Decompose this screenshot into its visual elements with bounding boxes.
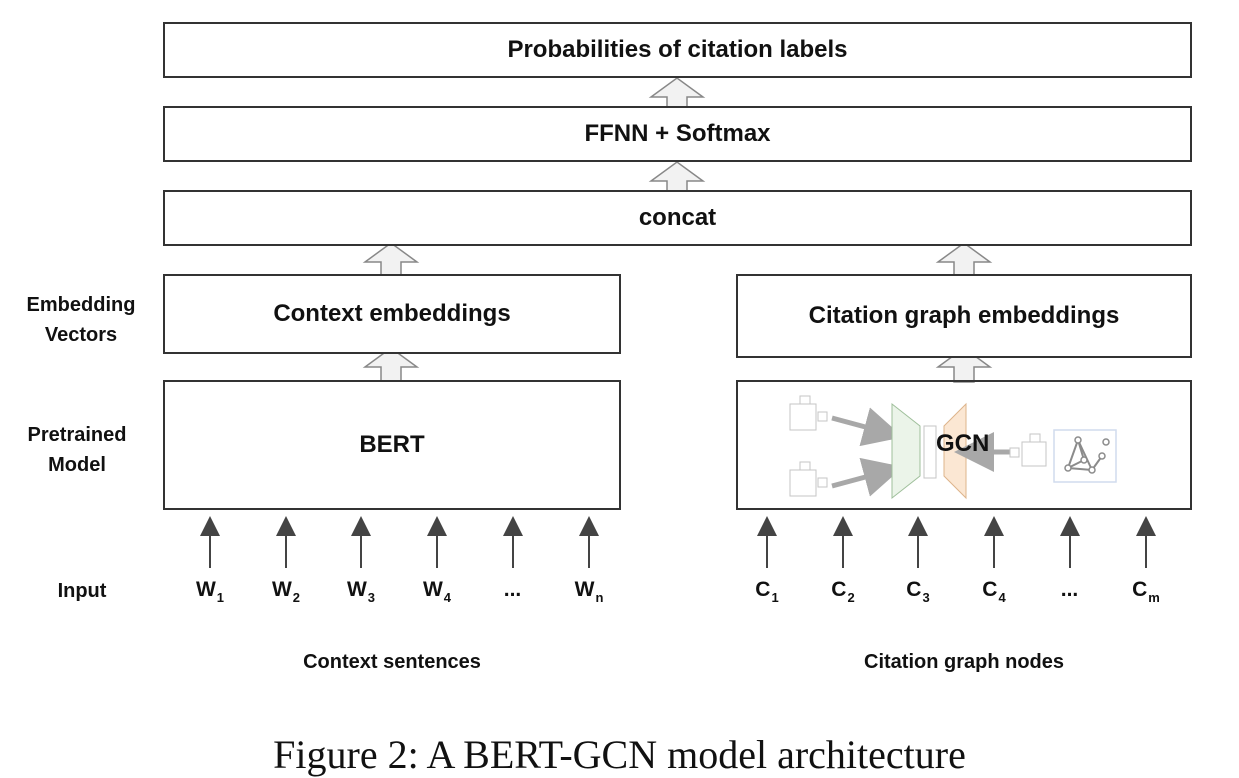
input-row-label: Input bbox=[20, 576, 144, 606]
probabilities-box: Probabilities of citation labels bbox=[163, 22, 1192, 78]
bert-box: BERT bbox=[163, 380, 621, 510]
concat-label: concat bbox=[639, 204, 716, 232]
citation-nodes-caption: Citation graph nodes bbox=[864, 651, 1064, 674]
embedding-label-line2: Vectors bbox=[8, 320, 154, 350]
citation-embeddings-label: Citation graph embeddings bbox=[809, 302, 1120, 330]
citation-token: C3 bbox=[906, 578, 929, 605]
citation-token: C1 bbox=[755, 578, 778, 605]
arrow-citation-to-concat bbox=[938, 243, 990, 277]
ffnn-label: FFNN + Softmax bbox=[584, 120, 770, 148]
citation-input-arrows bbox=[767, 526, 1146, 568]
context-input-arrows bbox=[210, 526, 589, 568]
citation-token: C2 bbox=[831, 578, 854, 605]
probabilities-label: Probabilities of citation labels bbox=[507, 36, 847, 64]
gcn-label: GCN bbox=[936, 430, 989, 458]
arrow-context-to-concat bbox=[365, 243, 417, 277]
context-token-ellipsis: ... bbox=[504, 578, 523, 605]
concat-box: concat bbox=[163, 190, 1192, 246]
context-token: Wn bbox=[575, 578, 604, 605]
ffnn-box: FFNN + Softmax bbox=[163, 106, 1192, 162]
context-token: W2 bbox=[272, 578, 300, 605]
context-token: W1 bbox=[196, 578, 224, 605]
context-token: W3 bbox=[347, 578, 375, 605]
embedding-vectors-label: Embedding Vectors bbox=[8, 290, 154, 350]
context-sentences-caption: Context sentences bbox=[303, 651, 481, 674]
context-token: W4 bbox=[423, 578, 451, 605]
context-embeddings-box: Context embeddings bbox=[163, 274, 621, 354]
bert-label: BERT bbox=[359, 431, 424, 459]
pretrained-label-line1: Pretrained bbox=[4, 420, 150, 450]
figure-caption: Figure 2: A BERT-GCN model architecture bbox=[273, 731, 966, 778]
embedding-label-line1: Embedding bbox=[8, 290, 154, 320]
citation-token: C4 bbox=[982, 578, 1005, 605]
pretrained-model-label: Pretrained Model bbox=[4, 420, 150, 480]
citation-token: Cm bbox=[1132, 578, 1160, 605]
context-embeddings-label: Context embeddings bbox=[273, 300, 510, 328]
citation-embeddings-box: Citation graph embeddings bbox=[736, 274, 1192, 358]
pretrained-label-line2: Model bbox=[4, 450, 150, 480]
citation-token-ellipsis: ... bbox=[1061, 578, 1080, 605]
